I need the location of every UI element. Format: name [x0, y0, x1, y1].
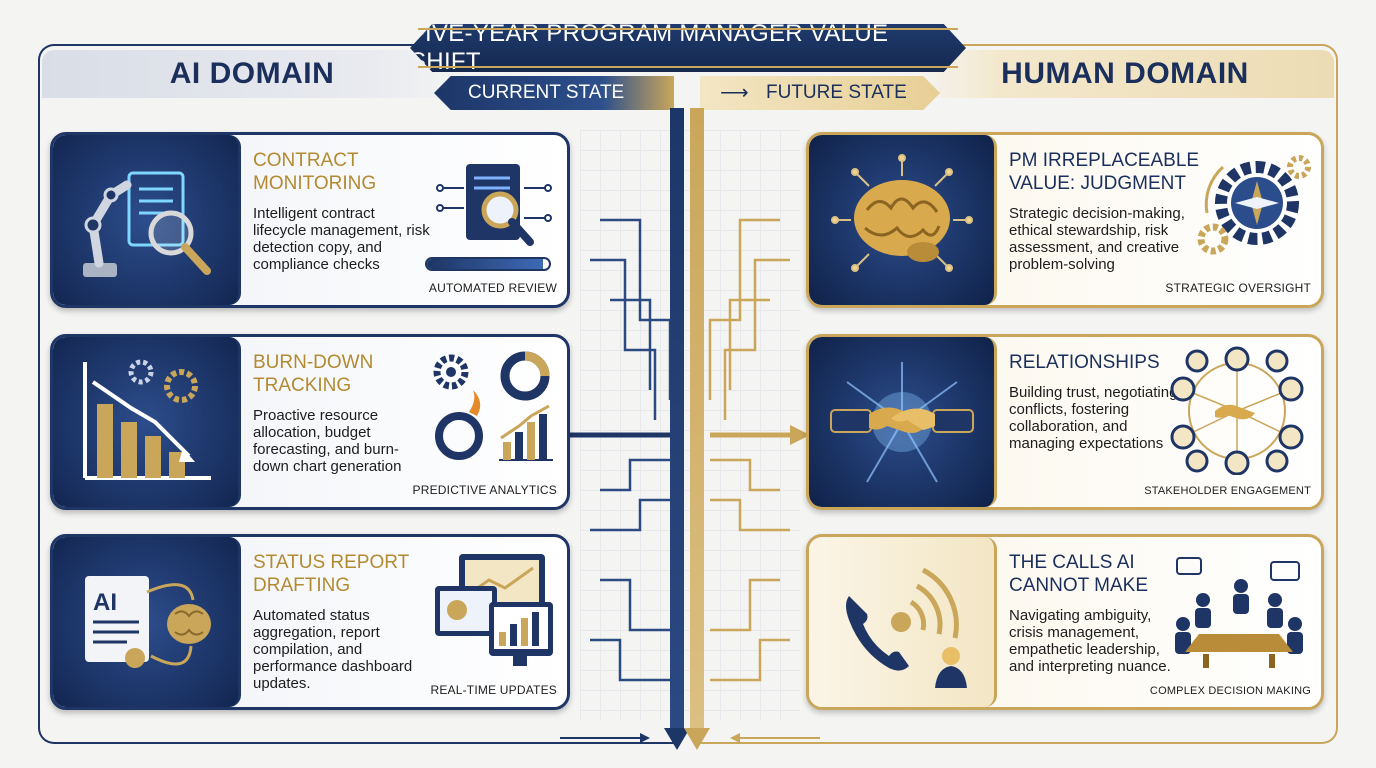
card-tag: PREDICTIVE ANALYTICS	[412, 483, 557, 497]
card-description: Strategic decision-making, ethical stewa…	[1009, 205, 1185, 273]
ai-domain-frame	[38, 44, 678, 744]
current-state-divider	[670, 108, 684, 738]
boardroom-meeting-icon	[1163, 549, 1313, 671]
progress-fill	[427, 259, 543, 269]
human-domain-header: HUMAN DOMAIN	[916, 50, 1334, 98]
card-tag: STAKEHOLDER ENGAGEMENT	[1144, 485, 1311, 497]
card-title: RELATIONSHIPS	[1009, 352, 1160, 373]
card-title: BURN-DOWN TRACKING	[253, 352, 374, 396]
card-tag: AUTOMATED REVIEW	[428, 281, 557, 295]
burndown-chart-icon	[53, 337, 241, 507]
automated-review-progress	[425, 257, 551, 271]
card-title: STATUS REPORT DRAFTING	[253, 552, 409, 596]
card-title: THE CALLS AI CANNOT MAKE	[1009, 552, 1149, 596]
card-description: Intelligent contract lifecycle managemen…	[253, 205, 430, 273]
card-title: CONTRACT MONITORING	[253, 150, 377, 194]
analytics-gears-icon	[429, 349, 559, 471]
future-state-divider	[690, 108, 704, 738]
ai-card-contract-monitoring: CONTRACT MONITORING Intelligent contract…	[50, 132, 570, 308]
brain-icon	[809, 135, 997, 305]
main-title-banner: FIVE-YEAR PROGRAM MANAGER VALUE SHIFT	[410, 24, 966, 72]
human-card-relationships: RELATIONSHIPS Building trust, negotiatin…	[806, 334, 1324, 510]
phone-call-icon	[809, 537, 997, 707]
ai-card-burndown-tracking: BURN-DOWN TRACKING Proactive resource al…	[50, 334, 570, 510]
ai-report-brain-icon: AI	[53, 537, 241, 707]
stakeholder-network-icon	[1157, 346, 1317, 475]
divider-down-arrow-icon	[664, 728, 690, 750]
card-tag: REAL-TIME UPDATES	[430, 683, 557, 697]
handshake-icon	[809, 337, 997, 507]
dashboard-monitors-icon	[429, 549, 559, 671]
compass-gear-icon	[1193, 147, 1313, 269]
flow-lines	[570, 218, 810, 682]
right-arrow-icon: ⟶	[720, 82, 749, 104]
card-description: Automated status aggregation, report com…	[253, 607, 413, 692]
card-description: Navigating ambiguity, crisis management,…	[1009, 607, 1171, 675]
human-card-judgment: PM IRREPLACEABLE VALUE: JUDGMENT Strateg…	[806, 132, 1324, 308]
card-tag: STRATEGIC OVERSIGHT	[1165, 281, 1311, 295]
current-state-label: CURRENT STATE	[434, 76, 674, 110]
bottom-flow-arrows	[560, 733, 820, 743]
human-card-calls-ai-cannot-make: THE CALLS AI CANNOT MAKE Navigating ambi…	[806, 534, 1324, 710]
ai-doc-label: AI	[93, 589, 117, 616]
magnifier-document-icon	[429, 147, 559, 269]
ai-domain-header: AI DOMAIN	[42, 50, 462, 98]
card-title: PM IRREPLACEABLE VALUE: JUDGMENT	[1009, 150, 1200, 194]
human-domain-frame	[700, 44, 1338, 744]
divider-down-arrow-gold-icon	[684, 728, 710, 750]
card-description: Building trust, negotiating conflicts, f…	[1009, 384, 1178, 452]
ai-card-status-report-drafting: AI STATUS REPORT DRAFTING Automated stat…	[50, 534, 570, 710]
future-state-label: ⟶ FUTURE STATE	[700, 76, 940, 110]
robot-arm-document-icon	[53, 135, 241, 305]
card-description: Proactive resource allocation, budget fo…	[253, 407, 402, 475]
card-tag: COMPLEX DECISION MAKING	[1149, 685, 1311, 697]
future-state-text: FUTURE STATE	[766, 82, 907, 103]
